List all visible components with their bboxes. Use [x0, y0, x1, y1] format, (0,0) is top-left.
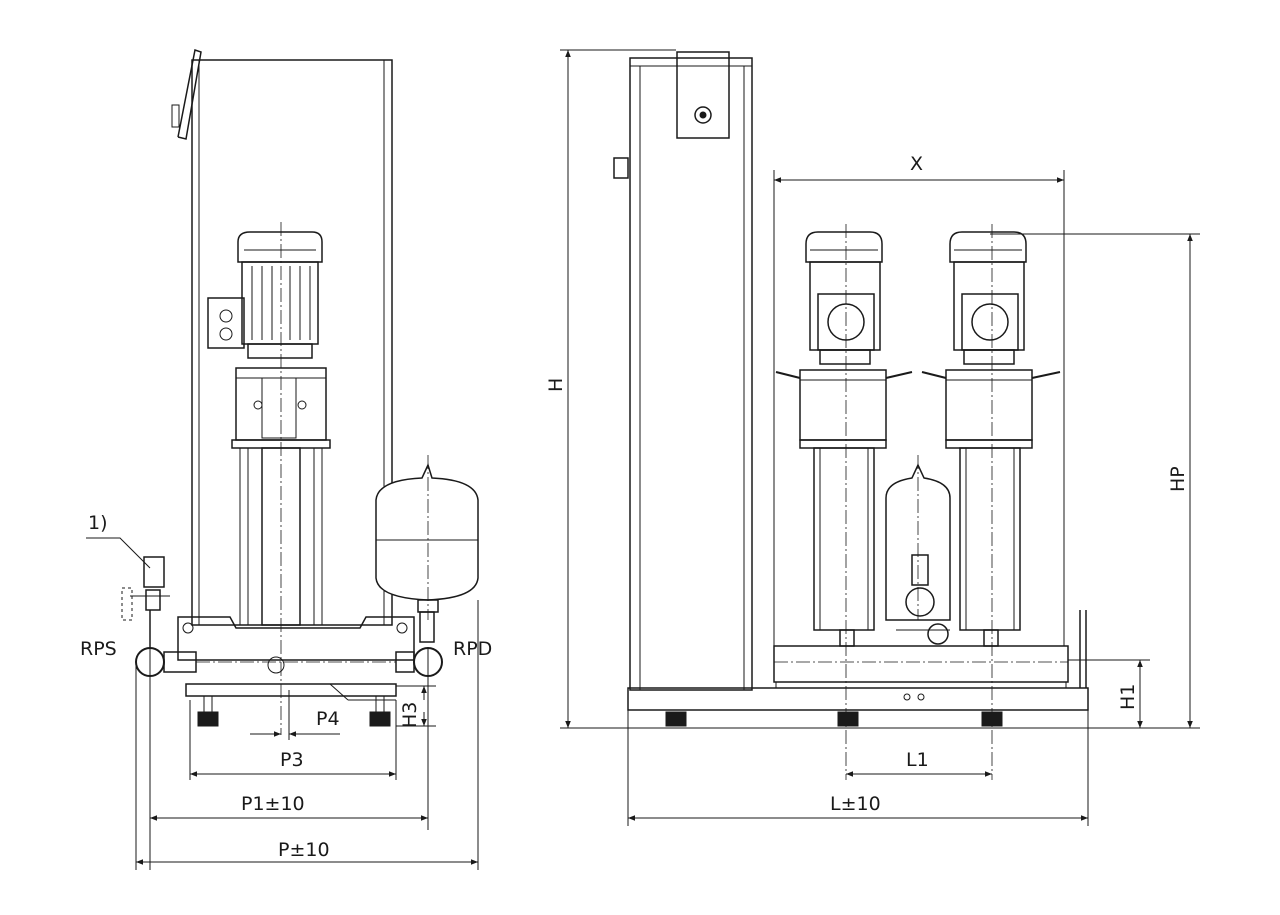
- motor-side: [207, 231, 323, 359]
- rpd-label: RPD: [453, 638, 492, 660]
- pump-front-2: [921, 231, 1061, 647]
- collector-pipes-side: [135, 647, 443, 677]
- control-cabinet-side: [171, 49, 393, 626]
- side-view: 1) RPS RPD P4 H3 P3 P1±10 P±10: [80, 49, 492, 870]
- l1-label: L1: [906, 749, 929, 771]
- p-label: P±10: [278, 839, 330, 861]
- h-label: H: [545, 378, 567, 392]
- front-view: H X HP H1 L1 L±10: [545, 49, 1200, 826]
- control-cabinet-front: [613, 51, 753, 691]
- base-frame-front: [627, 610, 1089, 727]
- base-frame-side: [177, 616, 415, 727]
- p1-label: P1±10: [241, 793, 305, 815]
- note-label: 1): [88, 512, 108, 534]
- dimension-h3: [396, 685, 436, 727]
- l-label: L±10: [830, 793, 881, 815]
- p3-label: P3: [280, 749, 304, 771]
- hp-label: HP: [1167, 466, 1189, 492]
- valve-assembly: [121, 556, 170, 648]
- pump-front-1: [775, 231, 913, 647]
- note-leader: [86, 537, 151, 569]
- h1-label: H1: [1117, 684, 1139, 710]
- rps-label: RPS: [80, 638, 117, 660]
- expansion-tank-front: [885, 463, 951, 645]
- h3-label: H3: [399, 702, 421, 728]
- x-label: X: [910, 153, 923, 175]
- p4-label: P4: [316, 708, 340, 730]
